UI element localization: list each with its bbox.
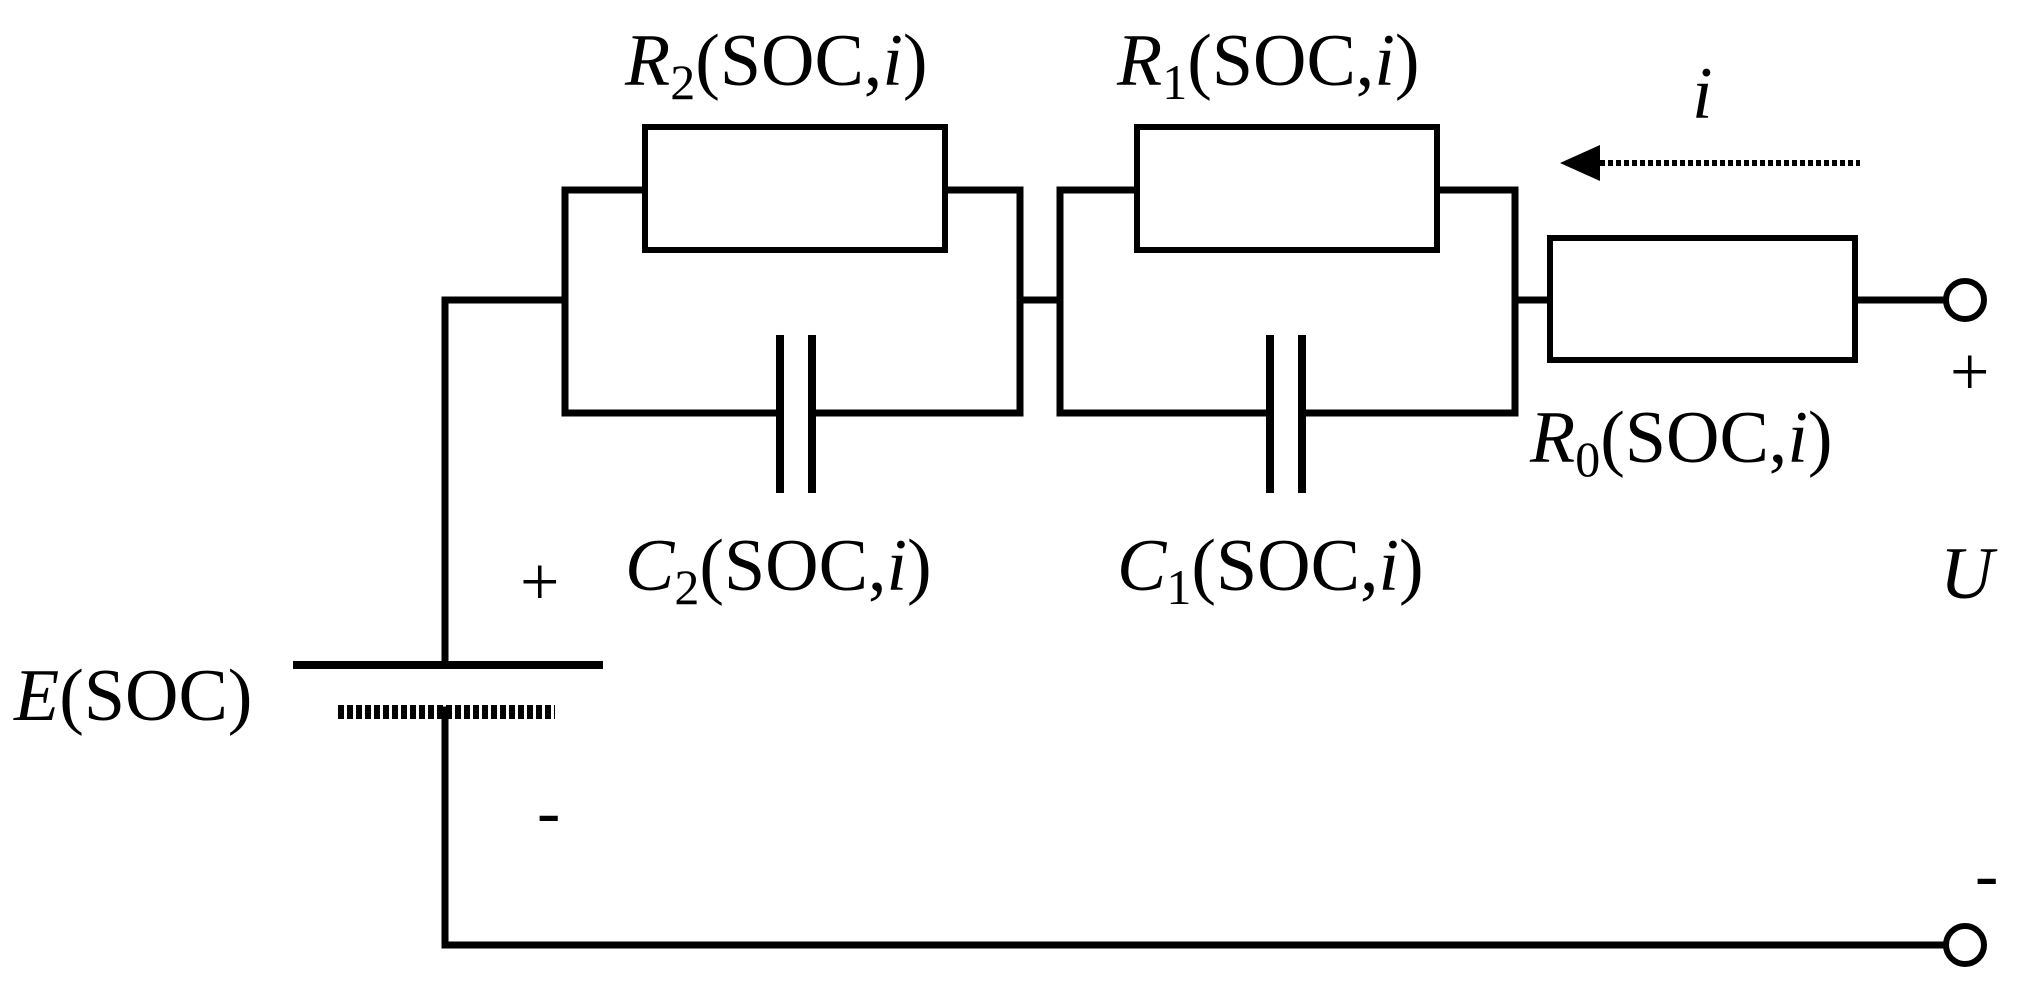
label-voltage: U — [1940, 533, 1998, 615]
sign-battery-minus: - — [537, 774, 560, 851]
label-c1: C1(SOC,i) — [1117, 525, 1424, 615]
label-current: i — [1692, 53, 1713, 135]
label-e-soc: E(SOC) — [13, 655, 252, 737]
circuit-wires — [441, 186, 1949, 949]
capacitor-c2 — [776, 335, 816, 493]
resistor-r1 — [1134, 124, 1440, 253]
terminal-negative — [1943, 923, 1987, 967]
resistor-r0 — [1547, 235, 1858, 363]
wire-left-lower — [441, 706, 1949, 949]
sign-battery-plus: + — [520, 544, 559, 621]
capacitor-c1 — [1266, 335, 1306, 493]
label-r0: R0(SOC,i) — [1529, 397, 1833, 487]
label-r1: R1(SOC,i) — [1116, 20, 1420, 110]
label-c2: C2(SOC,i) — [625, 525, 932, 615]
wire-left-upper — [441, 296, 569, 669]
sign-terminal-plus: + — [1950, 334, 1989, 411]
current-arrow — [1560, 145, 1860, 181]
label-r2: R2(SOC,i) — [624, 20, 928, 110]
sign-terminal-minus: - — [1975, 837, 1998, 914]
terminal-positive — [1943, 278, 1987, 322]
resistor-r2 — [642, 124, 948, 253]
battery-source — [293, 661, 603, 719]
